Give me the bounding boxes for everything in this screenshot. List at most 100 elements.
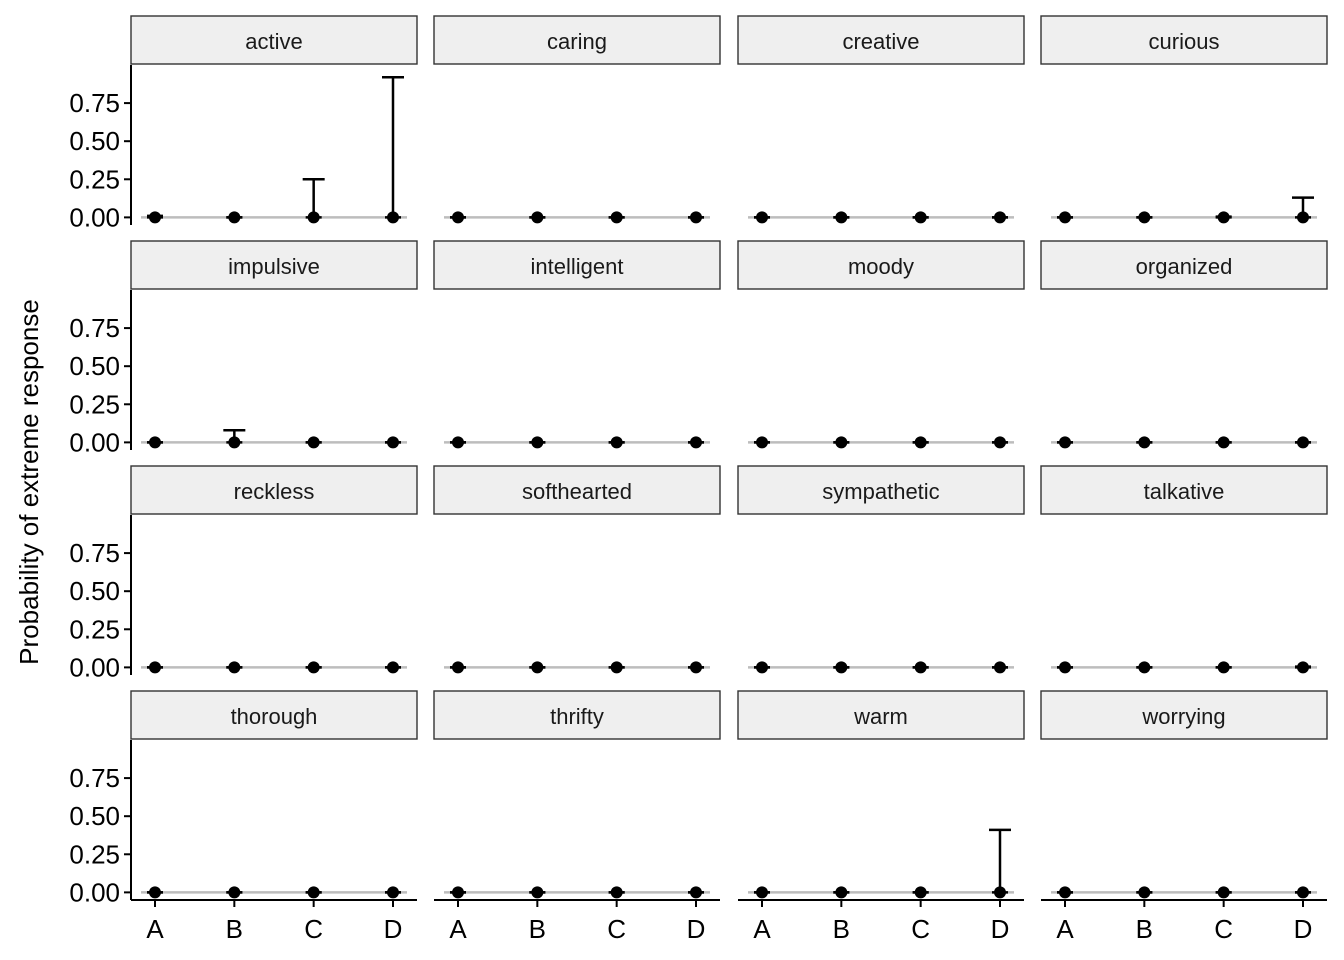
facet-strip-label: caring [547,29,607,54]
facet-panel-active: active 0.00 0.25 0.50 0.75 [69,15,418,232]
data-point [1059,661,1071,674]
x-tick-label: C [607,914,626,944]
facet-panel-curious: curious [1040,15,1328,224]
data-point [994,211,1006,224]
data-point [914,886,927,899]
data-point [994,661,1006,674]
y-tick-label: 0.75 [69,763,120,793]
y-tick-label: 0.75 [69,313,120,343]
data-point [387,886,399,899]
y-tick-label: 0.25 [69,389,120,419]
y-tick-label: 0.25 [69,164,120,194]
facet-strip-label: impulsive [228,254,320,279]
data-point [228,661,241,674]
data-point [531,211,544,224]
data-point [228,436,241,449]
y-tick-label: 0.50 [69,126,120,156]
data-point [531,436,544,449]
data-point [149,886,161,899]
data-point [307,211,320,224]
y-axis-label: Probability of extreme response [14,299,44,665]
y-tick-label: 0.50 [69,801,120,831]
x-tick-label: A [146,914,164,944]
data-point [1217,886,1230,899]
x-tick-label: B [529,914,546,944]
facet-strip-label: curious [1149,29,1220,54]
x-tick-label: C [304,914,323,944]
y-tick-label: 0.75 [69,88,120,118]
y-tick-label: 0.00 [69,877,120,907]
data-point [1138,436,1151,449]
data-point [1138,661,1151,674]
data-point [756,436,768,449]
data-point [914,436,927,449]
y-tick-label: 0.75 [69,538,120,568]
data-point [387,211,399,224]
y-tick-label: 0.00 [69,652,120,682]
data-point [690,436,702,449]
facet-strip-label: reckless [234,479,315,504]
y-tick-label: 0.50 [69,351,120,381]
data-point [452,886,464,899]
facet-panel-creative: creative [737,15,1025,224]
y-tick-label: 0.25 [69,614,120,644]
y-tick-label: 0.00 [69,202,120,232]
data-point [149,436,161,449]
data-point [452,661,464,674]
x-tick-label: D [687,914,706,944]
facet-strip-label: active [245,29,302,54]
data-point [994,886,1006,899]
data-point [914,211,927,224]
data-point [1297,886,1309,899]
facet-strip-label: worrying [1141,704,1225,729]
x-tick-label: B [1136,914,1153,944]
facet-strip [737,690,1025,740]
data-point [690,886,702,899]
data-point [228,211,241,224]
data-point [1297,436,1309,449]
error-bar [382,75,404,219]
data-point [1217,211,1230,224]
facet-strip [1040,240,1328,290]
facet-panel-organized: organized [1040,240,1328,449]
facet-panel-softhearted: softhearted [433,465,721,674]
data-point [1138,211,1151,224]
facet-strip-label: softhearted [522,479,632,504]
facet-strip-label: moody [848,254,914,279]
facet-strip [433,240,721,290]
facet-strip [433,690,721,740]
facet-strip [737,465,1025,515]
y-tick-label: 0.25 [69,839,120,869]
data-point [1217,661,1230,674]
facet-strip-label: sympathetic [822,479,939,504]
data-point [1138,886,1151,899]
facet-strip [737,240,1025,290]
facet-panel-moody: moody [737,240,1025,449]
x-tick-label: C [911,914,930,944]
error-bar [989,828,1011,894]
x-tick-label: D [991,914,1010,944]
x-tick-label: A [449,914,467,944]
data-point [690,661,702,674]
data-point [690,211,702,224]
data-point [610,661,623,674]
facet-strip [737,15,1025,65]
data-point [452,436,464,449]
data-point [835,211,848,224]
data-point [835,661,848,674]
facet-strip [130,690,418,740]
data-point [531,661,544,674]
data-point [149,661,161,674]
data-point [228,886,241,899]
data-point [1217,436,1230,449]
x-tick-label: B [226,914,243,944]
x-tick-label: D [1294,914,1313,944]
facet-strip [130,15,418,65]
data-point [610,886,623,899]
data-point [1059,886,1071,899]
data-point [1297,211,1309,224]
data-point [387,661,399,674]
